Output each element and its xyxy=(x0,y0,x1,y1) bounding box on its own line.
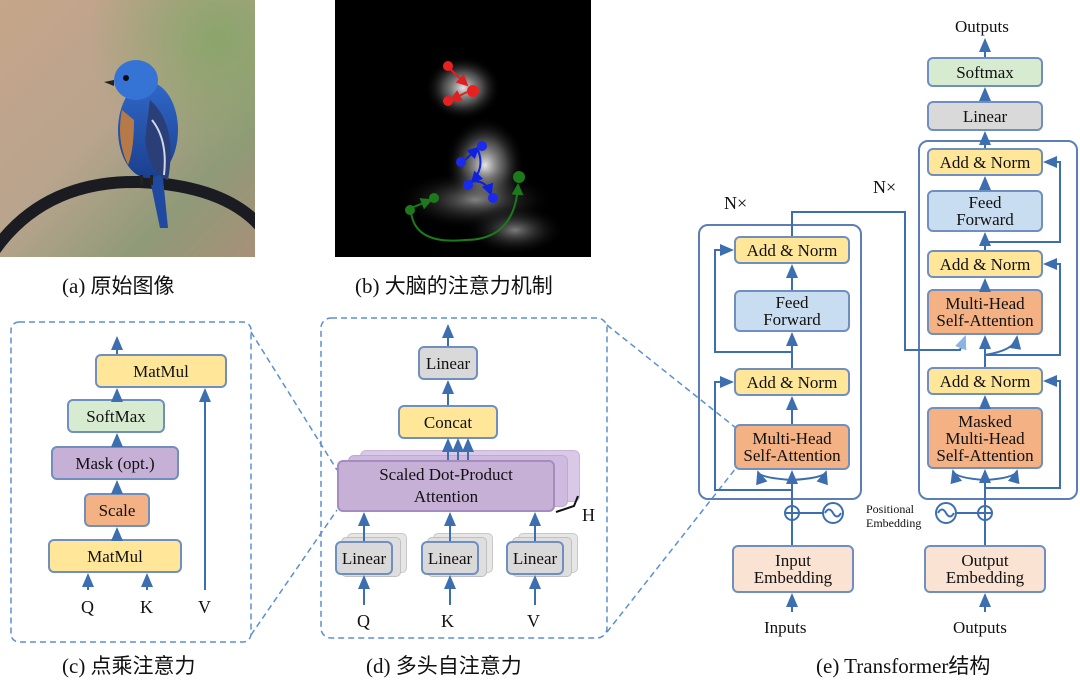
e-dec-mhsa: Multi-Head Self-Attention xyxy=(927,289,1043,335)
e-dec-masked-line: Masked xyxy=(958,411,1012,431)
e-output-embedding: Output Embedding xyxy=(924,545,1046,593)
d-input-q: Q xyxy=(357,611,370,631)
c-input-q: Q xyxy=(81,597,94,617)
e-positional-label-2: Embedding xyxy=(866,516,922,530)
caption-a: (a) 原始图像 xyxy=(62,274,175,298)
e-enc-mhsa: Multi-Head Self-Attention xyxy=(734,424,850,470)
e-dec-masked-mhsa: Masked Multi-Head Self-Attention xyxy=(927,407,1043,469)
caption-b: (b) 大脑的注意力机制 xyxy=(355,274,553,298)
d-input-v: V xyxy=(527,611,540,631)
e-enc-add-norm-top: Add & Norm xyxy=(734,236,850,264)
e-outputs-label: Outputs xyxy=(953,618,1007,637)
e-enc-ff-line2: Forward xyxy=(763,310,821,329)
e-enc-feed-forward: Feed Forward xyxy=(734,290,850,332)
e-dec-add-norm-bottom: Add & Norm xyxy=(927,367,1043,395)
attention-map xyxy=(335,0,591,257)
e-dec-masked-line2: Multi-Head xyxy=(945,428,1025,448)
d-sdpa: Scaled Dot-Product Attention xyxy=(337,460,555,512)
d-linear-v: Linear xyxy=(506,541,564,575)
d-sdpa-line2: Attention xyxy=(413,487,479,506)
e-dec-add-norm-top: Add & Norm xyxy=(927,148,1043,176)
d-h-label: H xyxy=(582,505,595,525)
e-positional-label-1: Positional xyxy=(866,502,915,516)
e-enc-mhsa-line1: Multi-Head xyxy=(752,429,832,448)
c-matmul-top: MatMul xyxy=(95,354,227,388)
e-enc-add-norm-bottom: Add & Norm xyxy=(734,368,850,396)
e-dec-mhsa-line2: Self-Attention xyxy=(936,311,1034,330)
d-linear-k: Linear xyxy=(421,541,479,575)
d-sdpa-line1: Scaled Dot-Product xyxy=(379,465,513,484)
e-enc-mhsa-line2: Self-Attention xyxy=(743,446,841,465)
d-input-k: K xyxy=(441,611,454,631)
e-dec-mhsa-line1: Multi-Head xyxy=(945,294,1025,313)
d-concat: Concat xyxy=(398,405,498,439)
e-softmax: Softmax xyxy=(927,57,1043,87)
c-input-v: V xyxy=(198,597,211,617)
caption-e: (e) Transformer结构 xyxy=(816,654,991,678)
c-scale: Scale xyxy=(84,493,150,527)
caption-c: (c) 点乘注意力 xyxy=(62,654,196,678)
e-outputs-top: Outputs xyxy=(955,17,1009,36)
caption-d: (d) 多头自注意力 xyxy=(366,654,522,678)
e-input-embedding: Input Embedding xyxy=(732,545,854,593)
c-softmax: SoftMax xyxy=(67,399,165,433)
d-linear-top: Linear xyxy=(418,346,478,380)
e-enc-ff-line1: Feed xyxy=(775,293,809,312)
e-dec-ff-line2: Forward xyxy=(956,210,1014,229)
e-inputs-label: Inputs xyxy=(764,618,807,637)
e-nx-right: N× xyxy=(873,177,897,197)
e-nx-left: N× xyxy=(724,193,748,213)
e-output-emb-line1: Output xyxy=(961,551,1009,570)
e-dec-masked-line3: Self-Attention xyxy=(936,445,1034,465)
e-dec-feed-forward: Feed Forward xyxy=(927,190,1043,232)
bird-photo xyxy=(0,0,255,257)
e-dec-add-norm-mid: Add & Norm xyxy=(927,250,1043,278)
e-input-emb-line2: Embedding xyxy=(753,568,833,587)
c-mask: Mask (opt.) xyxy=(51,446,179,480)
e-output-emb-line2: Embedding xyxy=(945,568,1025,587)
e-linear: Linear xyxy=(927,101,1043,131)
c-input-k: K xyxy=(140,597,153,617)
d-linear-q: Linear xyxy=(335,541,393,575)
e-input-emb-line1: Input xyxy=(775,551,811,570)
c-matmul-bottom: MatMul xyxy=(48,539,182,573)
e-dec-ff-line1: Feed xyxy=(968,193,1002,212)
